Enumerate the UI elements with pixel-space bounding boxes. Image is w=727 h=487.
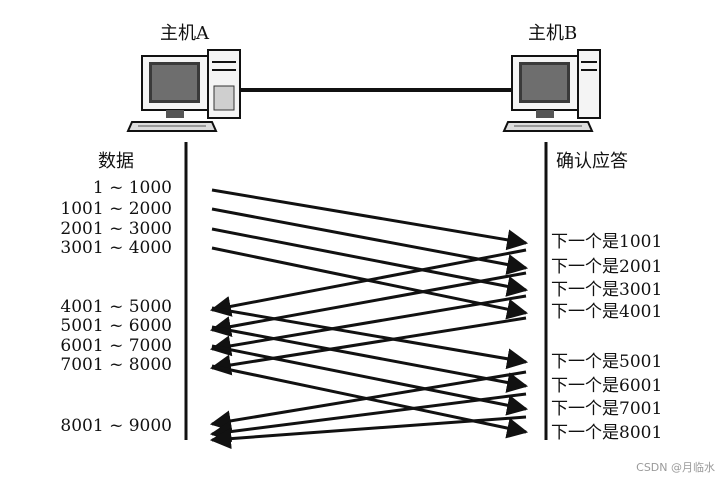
segment-label: 1001 ~ 2000 — [60, 199, 172, 219]
ack-arrow — [209, 316, 527, 376]
ack-heading: 确认应答 — [556, 151, 628, 172]
segment-label: 5001 ~ 6000 — [60, 316, 172, 336]
data-arrow — [211, 306, 529, 370]
host-a-computer-icon — [126, 49, 241, 132]
data-arrow — [211, 207, 529, 275]
ack-label: 下一个是4001 — [551, 302, 663, 322]
data-heading: 数据 — [98, 151, 134, 172]
ack-label: 下一个是1001 — [551, 232, 663, 252]
segment-label: 8001 ~ 9000 — [60, 416, 172, 436]
segment-label: 7001 ~ 8000 — [60, 355, 172, 375]
ack-arrow — [209, 294, 527, 357]
ack-arrow — [209, 271, 527, 337]
segment-label: 3001 ~ 4000 — [60, 238, 172, 258]
data-arrow — [211, 325, 529, 393]
host-a-label: 主机A — [160, 23, 209, 44]
host-b-label: 主机B — [528, 23, 578, 44]
segment-label: 6001 ~ 7000 — [60, 336, 172, 356]
segment-label: 2001 ~ 3000 — [60, 219, 172, 239]
data-arrow — [211, 344, 529, 416]
ack-label: 下一个是5001 — [551, 352, 663, 372]
host-b-computer-icon — [502, 49, 601, 132]
segment-label: 4001 ~ 5000 — [60, 297, 172, 317]
ack-label: 下一个是6001 — [551, 376, 663, 396]
ack-label: 下一个是2001 — [551, 257, 663, 277]
message-arrows — [209, 188, 529, 450]
data-arrow — [211, 227, 529, 297]
ack-label: 下一个是7001 — [551, 399, 663, 419]
ack-arrow — [209, 248, 527, 317]
watermark: CSDN @月临水 — [636, 461, 715, 474]
ack-arrow — [209, 415, 527, 450]
ack-arrow — [209, 392, 527, 443]
ack-label: 下一个是3001 — [551, 280, 663, 300]
ack-arrow — [209, 370, 527, 432]
segment-label: 1 ~ 1000 — [92, 178, 172, 198]
data-arrow — [211, 188, 529, 251]
ack-label: 下一个是8001 — [551, 423, 663, 443]
